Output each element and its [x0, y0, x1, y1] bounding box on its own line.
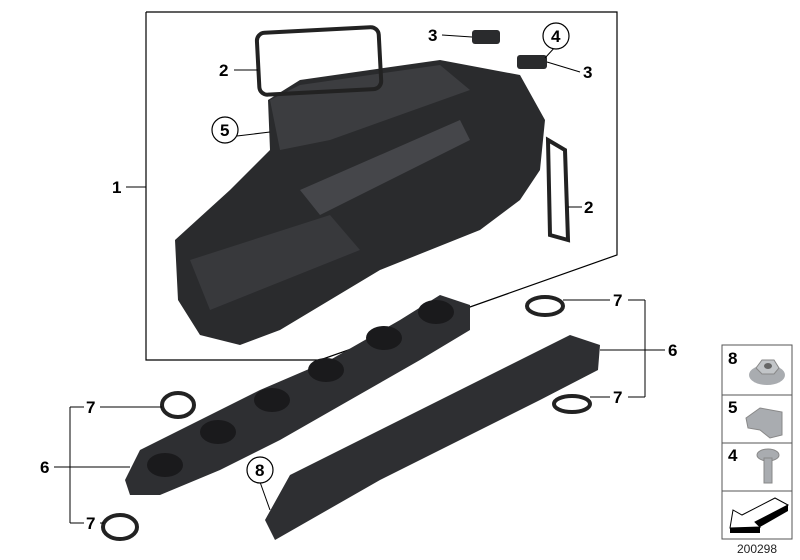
sensor-part[interactable]	[517, 55, 547, 69]
gasket-part[interactable]	[545, 136, 571, 243]
callout-5: 5	[220, 121, 229, 140]
gasket-part[interactable]	[254, 25, 384, 97]
callout-7: 7	[86, 514, 95, 533]
callout-circle-5	[211, 116, 239, 144]
callout-3: 3	[428, 26, 437, 45]
manifold-flange-part[interactable]	[265, 335, 600, 540]
arrow-icon	[729, 497, 790, 533]
leader-lines	[54, 34, 665, 524]
callout-7: 7	[613, 388, 622, 407]
callout-4: 4	[551, 27, 561, 46]
legend-number: 4	[728, 446, 738, 465]
o-ring-part[interactable]	[101, 513, 139, 541]
legend-number: 5	[728, 398, 737, 417]
callout-6: 6	[668, 341, 677, 360]
intake-manifold-part[interactable]	[175, 60, 545, 345]
callout-7: 7	[613, 291, 622, 310]
legend-number: 8	[728, 349, 737, 368]
callout-2: 2	[219, 61, 228, 80]
port-holes	[147, 300, 454, 477]
flange-nut-icon	[749, 359, 785, 385]
callout-circle-8	[246, 456, 274, 484]
o-ring-part[interactable]	[160, 391, 196, 419]
callout-7: 7	[86, 398, 95, 417]
callout-3: 3	[583, 63, 592, 82]
callout-8: 8	[255, 461, 264, 480]
screw-icon	[756, 448, 780, 484]
sensor-part[interactable]	[472, 30, 500, 44]
callout-6: 6	[40, 458, 49, 477]
callout-circle-4	[542, 22, 570, 50]
clip-icon	[745, 407, 783, 439]
parts-legend	[721, 344, 793, 540]
o-ring-part[interactable]	[525, 295, 565, 317]
reference-number: 200298	[737, 542, 777, 556]
callout-2: 2	[584, 198, 593, 217]
o-ring-part[interactable]	[552, 394, 592, 414]
callout-1: 1	[112, 178, 121, 197]
